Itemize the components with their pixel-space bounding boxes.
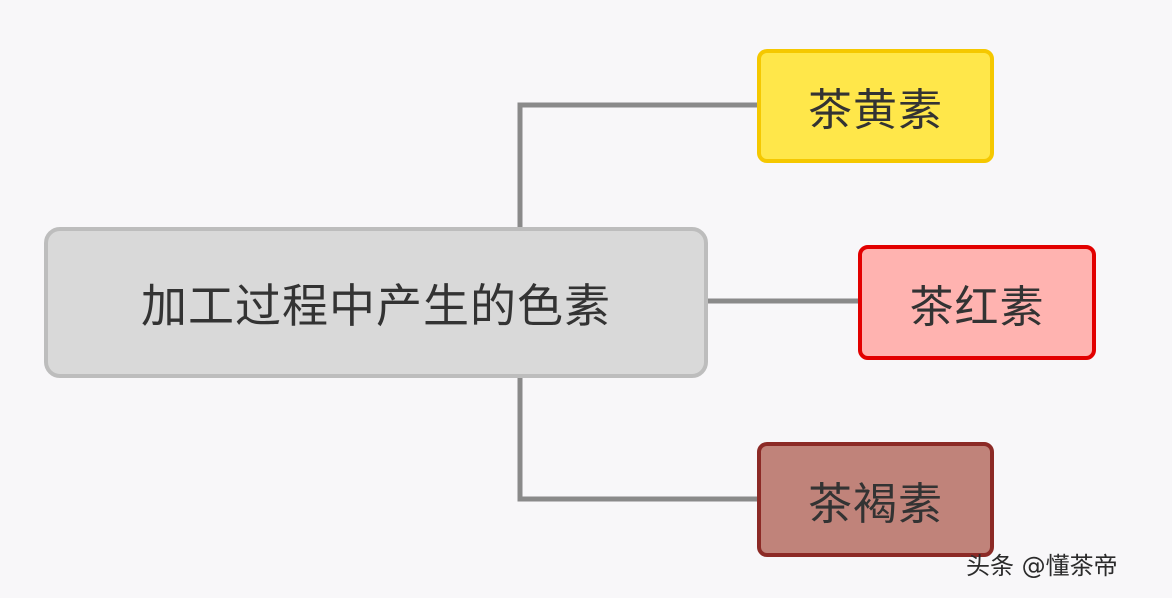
child-node-thearubigin[interactable]: 茶红素 (858, 245, 1096, 360)
child-node-theaflavin[interactable]: 茶黄素 (757, 49, 994, 163)
child-node-label: 茶红素 (909, 281, 1045, 333)
connector-to-child-1 (517, 102, 757, 227)
root-node[interactable]: 加工过程中产生的色素 (44, 227, 708, 378)
child-node-theabrownin[interactable]: 茶褐素 (757, 442, 994, 557)
root-node-label: 加工过程中产生的色素 (141, 278, 611, 333)
watermark: 头条 @懂茶帝 (966, 552, 1118, 580)
connector-to-child-3 (517, 378, 757, 502)
child-node-label: 茶黄素 (808, 85, 943, 136)
child-node-label: 茶褐素 (808, 478, 943, 530)
